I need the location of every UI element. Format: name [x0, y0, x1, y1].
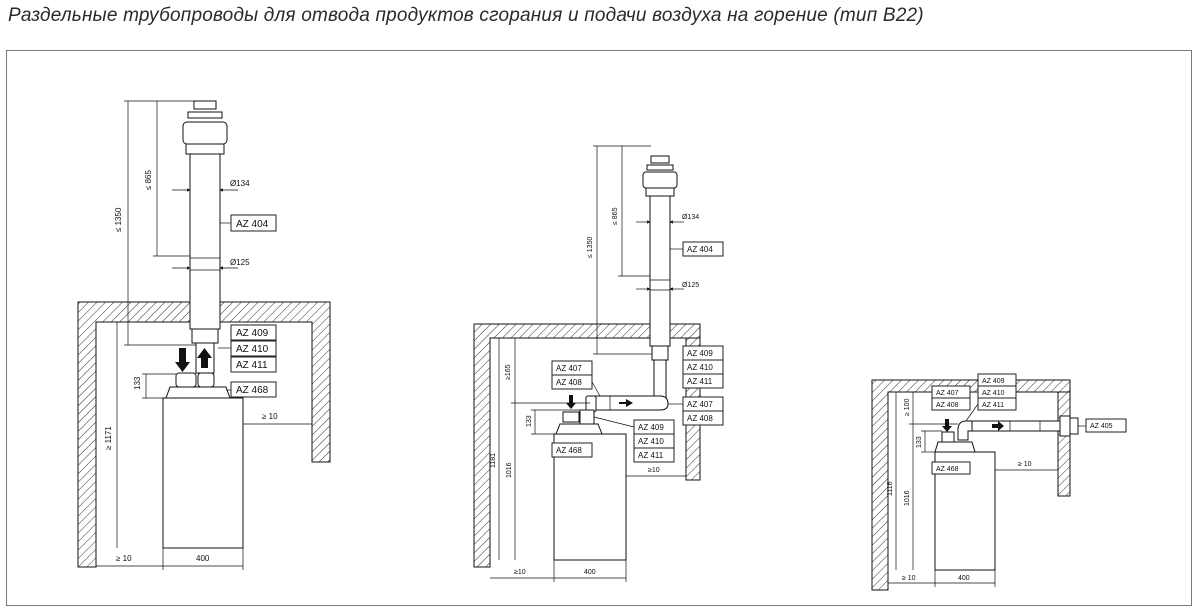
roof-terminal-1 — [182, 100, 228, 155]
horizontal-pipe-3 — [969, 420, 1071, 432]
label-box-az404-1 — [230, 214, 277, 232]
page-title: Раздельные трубопроводы для отвода проду… — [8, 5, 924, 26]
dim-1016-3: 1016 — [904, 490, 911, 506]
dim-10-right-2: ≥10 — [648, 467, 660, 474]
air-connector-1 — [175, 372, 197, 388]
dim-1350-2: ≤ 1350 — [587, 237, 594, 258]
label-az468-2: AZ 468 — [556, 446, 582, 455]
label-az408-left-2: AZ 408 — [556, 378, 582, 387]
label-az409-2: AZ 409 — [687, 349, 713, 358]
label-az408-right-2: AZ 408 — [687, 414, 713, 423]
airflow-arrows-1 — [175, 348, 212, 372]
label-az411-3: AZ 411 — [982, 402, 1004, 409]
room-walls-3 — [871, 379, 1071, 591]
dim-400-2: 400 — [584, 569, 596, 576]
label-az410-lower-2: AZ 410 — [638, 437, 664, 446]
label-az408-3: AZ 408 — [936, 402, 959, 409]
dim-133-1: 133 — [133, 376, 142, 390]
label-az409-3: AZ 409 — [982, 378, 1005, 385]
dim-10-left-1: ≥ 10 — [116, 554, 132, 563]
dim-1171-1: ≥ 1171 — [104, 426, 113, 450]
label-az407-left-2: AZ 407 — [556, 364, 582, 373]
label-az468-3: AZ 468 — [936, 466, 959, 473]
dim-133-3: 133 — [916, 436, 923, 448]
dim-400-1: 400 — [196, 554, 210, 563]
dim-10-right-1: ≥ 10 — [262, 412, 278, 421]
dim-10-left-3: ≥ 10 — [902, 575, 916, 582]
label-az411-lower-2: AZ 411 — [638, 451, 664, 460]
boiler-body-1 — [162, 397, 244, 549]
label-az405-3: AZ 405 — [1090, 423, 1113, 430]
label-az404-1: AZ 404 — [236, 219, 269, 230]
label-az411-2: AZ 411 — [687, 377, 713, 386]
label-az468-1: AZ 468 — [236, 385, 269, 396]
dim-1016-2: 1016 — [506, 462, 513, 478]
dim-400-3: 400 — [958, 575, 970, 582]
label-az409-1: AZ 409 — [236, 328, 269, 339]
label-az410-2: AZ 410 — [687, 363, 713, 372]
dim-125-2: Ø125 — [682, 282, 699, 289]
dim-865-1: ≤ 865 — [144, 169, 153, 190]
dim-165-2: ≥165 — [505, 364, 512, 380]
label-az407-right-2: AZ 407 — [687, 400, 713, 409]
flue-pipe-1 — [189, 153, 221, 374]
label-az410-3: AZ 410 — [982, 390, 1005, 397]
diagram-frame — [6, 50, 1192, 606]
dim-1350-1: ≤ 1350 — [114, 207, 123, 232]
dim-133-2: 133 — [526, 415, 533, 427]
diagram-1-vertical-roof: ≤ 1350 ≤ 865 Ø134 Ø125 133 ≥ 1171 ≥ 10 4… — [77, 100, 331, 570]
dim-100-3: ≥ 100 — [904, 398, 911, 416]
flue-pipe-2 — [649, 195, 671, 347]
diagram-3-horizontal-wall: ≥ 100 133 1116 1016 ≥ 10 400 ≥ 10 AZ 409… — [871, 373, 1127, 591]
boiler-top-1 — [165, 386, 231, 399]
label-az407-3: AZ 407 — [936, 390, 959, 397]
dim-865-2: ≤ 865 — [612, 207, 619, 225]
dim-10-right-3: ≥ 10 — [1018, 461, 1032, 468]
dim-1116-3: 1116 — [887, 481, 894, 496]
label-az411-1: AZ 411 — [236, 360, 268, 371]
room-walls-1 — [77, 301, 331, 568]
dim-134-1: Ø134 — [230, 179, 250, 188]
room-walls-2 — [473, 323, 701, 568]
label-az404-2: AZ 404 — [687, 245, 713, 254]
label-az410-1: AZ 410 — [236, 344, 269, 355]
dim-125-1: Ø125 — [230, 258, 250, 267]
label-az409-lower-2: AZ 409 — [638, 423, 664, 432]
dim-1181-2: 1181 — [490, 453, 497, 468]
diagram-2-offset-roof: ≤ 1350 ≤ 865 Ø134 Ø125 ≥165 133 1181 101… — [473, 145, 724, 582]
flue-connector-1 — [197, 372, 215, 388]
dim-134-2: Ø134 — [682, 214, 699, 221]
dim-10-left-2: ≥10 — [514, 569, 526, 576]
